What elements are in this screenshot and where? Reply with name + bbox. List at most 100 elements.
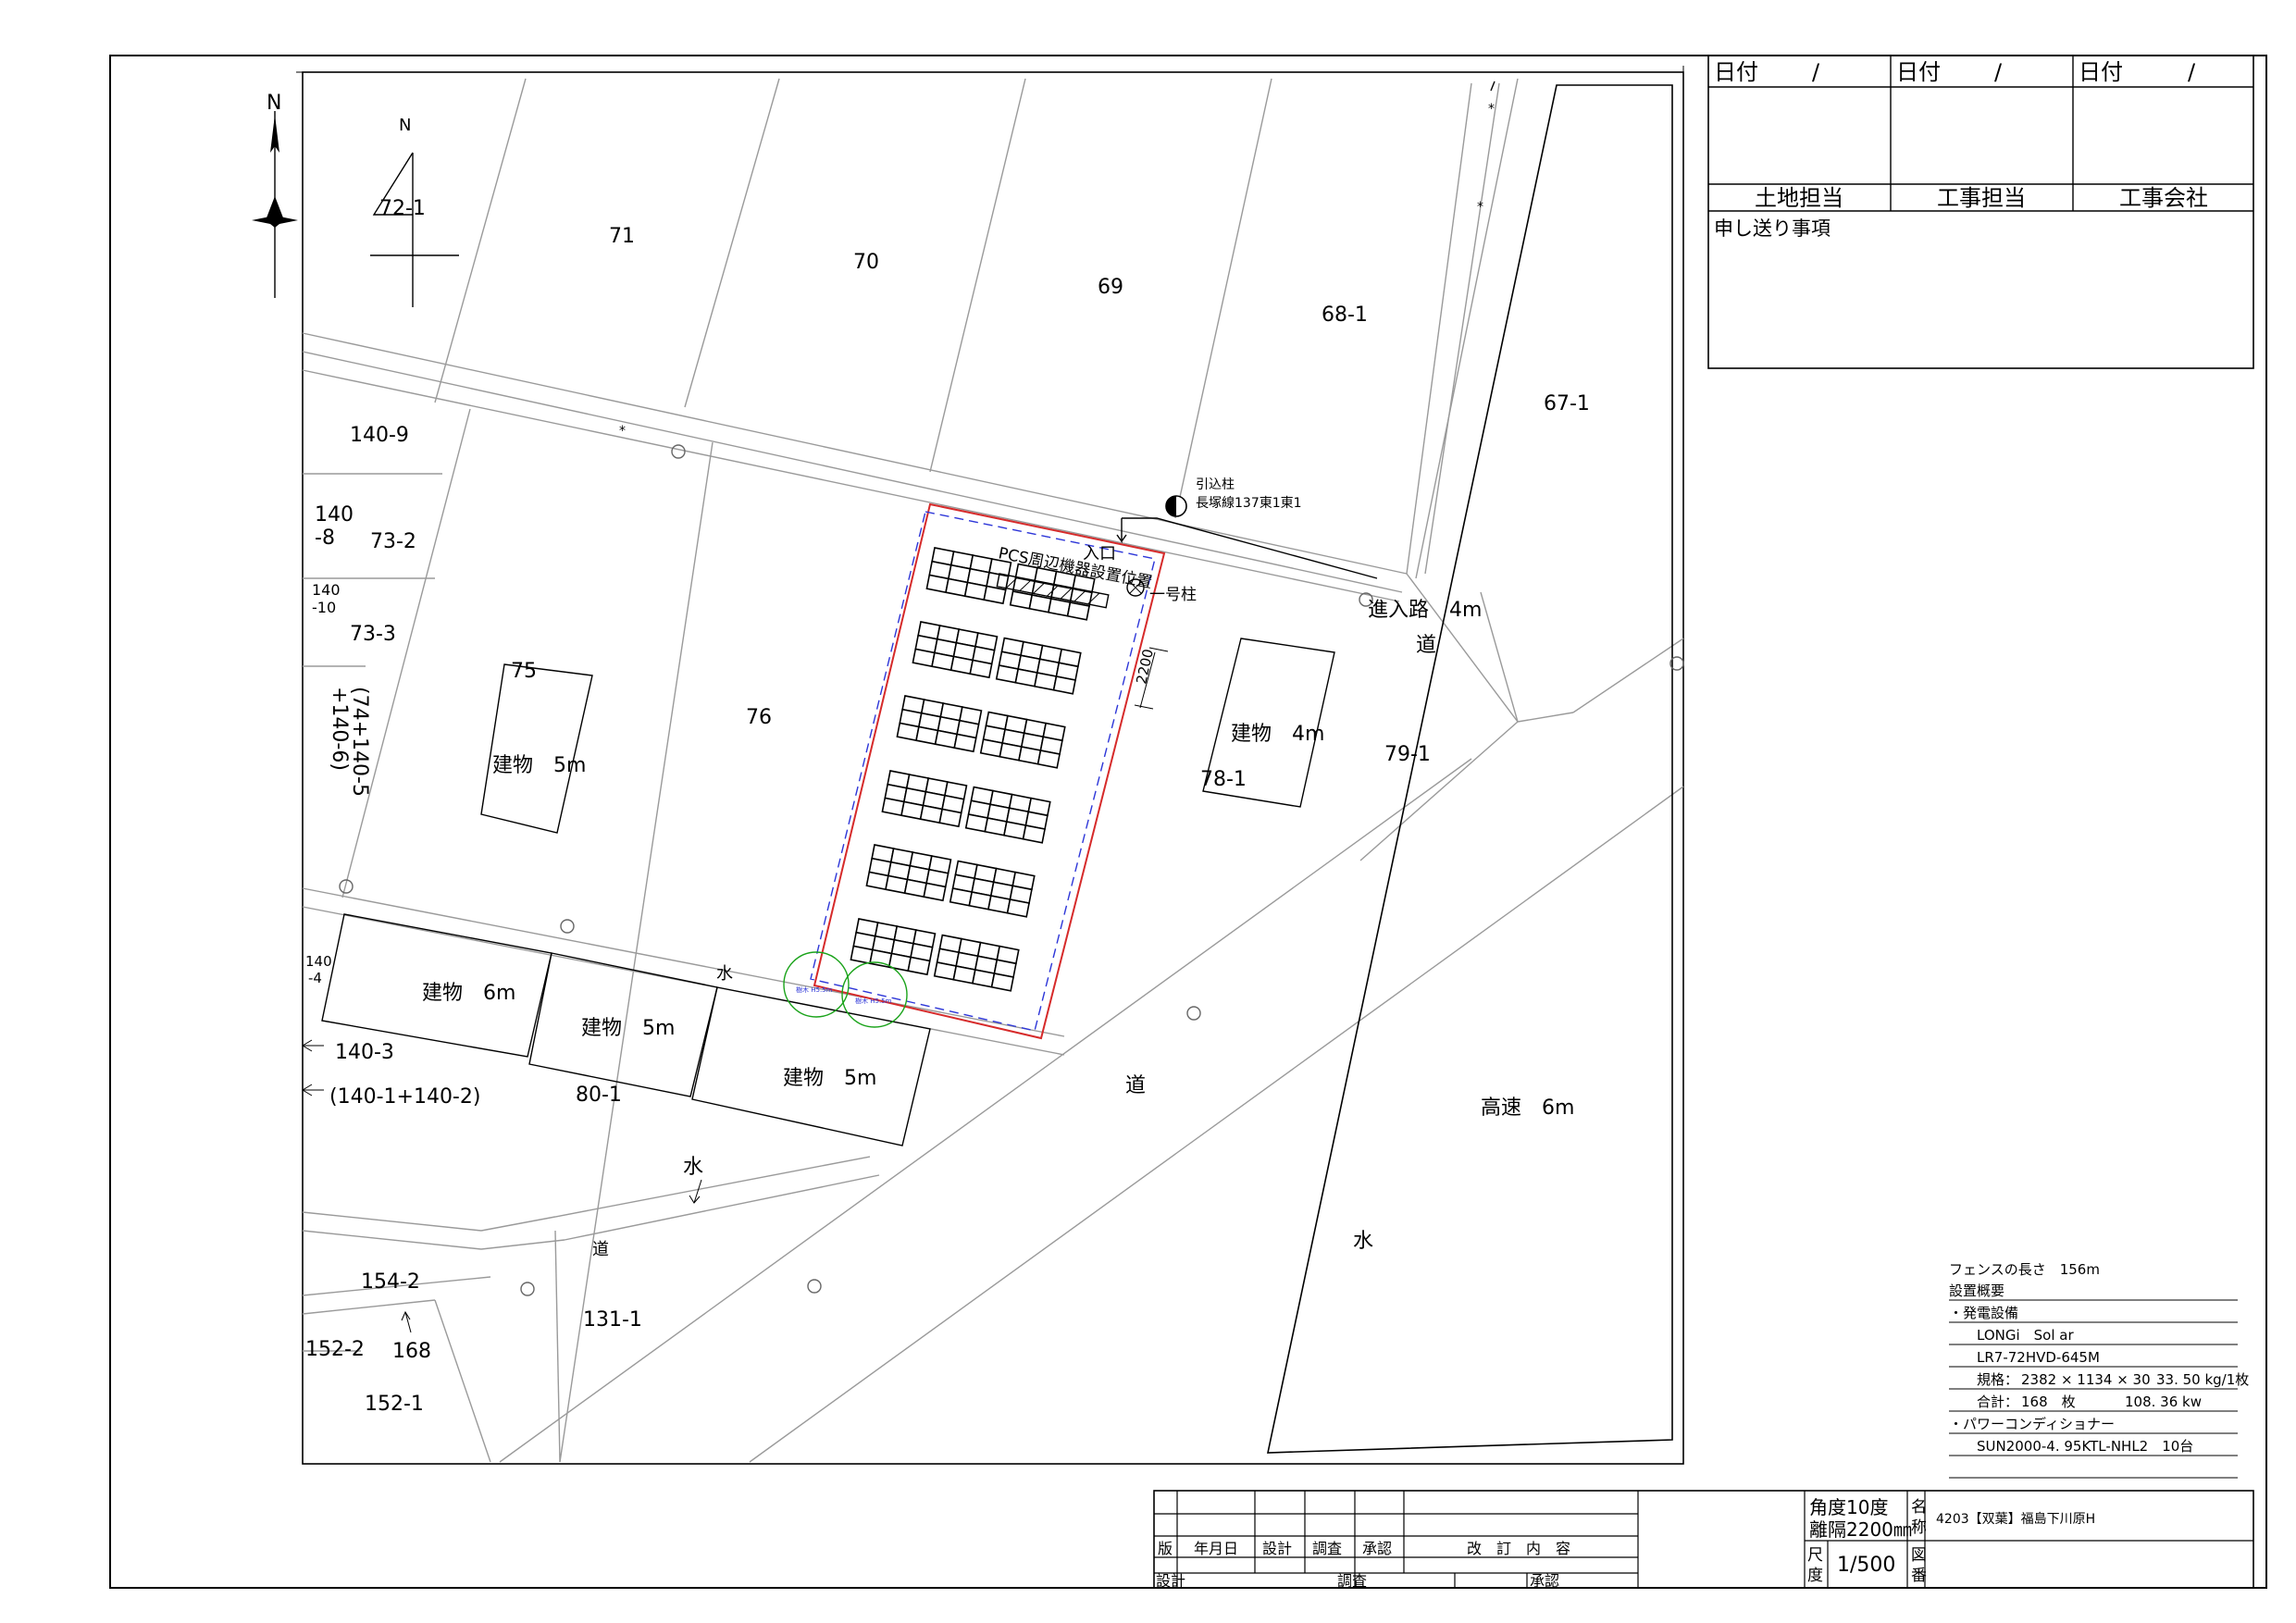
service-pole-label: 引込柱: [1196, 477, 1235, 492]
solar-module: [903, 878, 928, 898]
svg-text:名: 名: [1911, 1498, 1927, 1517]
lot-168: 168: [392, 1340, 431, 1363]
pole-1-symbol: [1126, 578, 1145, 597]
service-pole: 引込柱 長塚線137東1東1: [1165, 477, 1302, 517]
solar-module: [881, 797, 905, 817]
solar-module: [931, 651, 955, 672]
total-label: 合計：: [1977, 1394, 2018, 1410]
entrance-arrow: [1116, 518, 1127, 544]
module-size-label: 規格：: [1977, 1371, 2018, 1388]
solar-module: [907, 956, 931, 976]
lot-140-4-bottom: -4: [308, 970, 322, 986]
compass-north-letter: N: [267, 92, 281, 115]
role-construction: 工事担当: [1937, 185, 2026, 211]
solar-module: [1006, 898, 1030, 918]
svg-text:樹木 H5.5m: 樹木 H5.5m: [855, 997, 892, 1005]
array-angle: 角度10度: [1809, 1496, 1888, 1518]
solar-module: [1014, 668, 1038, 688]
solar-module: [979, 738, 1004, 758]
solar-module: [912, 648, 936, 668]
date-label-3: 日付: [2079, 59, 2123, 85]
solar-module: [963, 581, 988, 601]
building-75-label: 建物 5m: [492, 754, 586, 777]
lot-78-1: 78-1: [1200, 768, 1247, 791]
building-labels: 建物 5m 建物 4m 建物 6m 建物 5m 建物 5m: [422, 723, 1324, 1090]
title-block: 版 年月日 設計 調査 承認 改 訂 内 容 設計 調査 承認 角度10度 離隔…: [1153, 1490, 2254, 1590]
compass-rose: N: [252, 92, 298, 298]
sign-design: 設計: [1156, 1572, 1185, 1590]
pcs-equipment-area: [996, 573, 1110, 609]
building-a-outline: [321, 913, 552, 1058]
solar-module: [925, 574, 949, 594]
highway-boundary: [1267, 84, 1673, 1454]
svg-text:樹木 H5.5m: 樹木 H5.5m: [796, 985, 833, 994]
water-label-3: 水: [1353, 1230, 1373, 1253]
overview-heading: 設置概要: [1949, 1282, 2004, 1299]
sign-approval: 承認: [1530, 1572, 1559, 1590]
solar-module: [964, 813, 989, 833]
lot-68-1: 68-1: [1322, 304, 1368, 327]
solar-module: [952, 965, 976, 985]
panel-row: [881, 770, 1051, 844]
panel-row: [865, 844, 1036, 918]
building-b-outline: [528, 952, 718, 1097]
panel-row: [925, 547, 1096, 621]
solar-module: [885, 874, 909, 895]
parcel-boundaries: [302, 78, 1684, 1463]
trees: 樹木 H5.5m 樹木 H5.5m: [783, 951, 908, 1028]
lot-73-3: 73-3: [350, 623, 396, 646]
solar-module: [1018, 746, 1042, 765]
entry-road-label: 進入路 4m: [1368, 599, 1482, 622]
total-power: 108. 36 kw: [2125, 1394, 2202, 1410]
solar-module: [983, 585, 1007, 605]
lot-76: 76: [746, 706, 772, 729]
svg-text:*: *: [1488, 102, 1495, 117]
building-78-outline: [1202, 638, 1335, 808]
rev-header-survey: 調査: [1312, 1540, 1342, 1557]
lot-70: 70: [853, 251, 879, 274]
solar-module: [1009, 590, 1034, 610]
svg-text:称: 称: [1911, 1518, 1927, 1537]
service-line: [1122, 517, 1378, 579]
generation-heading: ・発電設備: [1949, 1305, 2018, 1321]
road-label-lower: 道: [592, 1240, 609, 1259]
solar-module: [953, 733, 977, 753]
rev-header-approval: 承認: [1362, 1540, 1392, 1557]
svg-text:*: *: [619, 424, 626, 439]
panel-row: [850, 918, 1020, 992]
date-label-2: 日付: [1896, 59, 1941, 85]
svg-text:度: 度: [1807, 1567, 1823, 1585]
solar-module: [850, 945, 874, 965]
info-table: 日付 / 日付 / 日付 / 土地担当 工事担当 工事会社 申し送り事項: [1707, 55, 2254, 369]
solar-module: [1003, 821, 1027, 840]
module-size: 2382 × 1134 × 30: [2021, 1371, 2151, 1388]
module-weight: 33. 50 kg/1枚: [2156, 1371, 2249, 1388]
building-b-label: 建物 5m: [581, 1017, 675, 1040]
role-land: 土地担当: [1755, 185, 1843, 211]
lot-71: 71: [609, 225, 635, 248]
solar-module: [945, 577, 969, 598]
solar-module: [1028, 594, 1052, 613]
fence-marks: * * *: [619, 81, 1496, 439]
lot-140-10-top: 140: [312, 581, 341, 599]
service-pole-line: 長塚線137東1東1: [1196, 496, 1302, 511]
lot-140-1-2: (140-1+140-2): [329, 1085, 480, 1109]
solar-module: [933, 961, 958, 981]
solar-module: [1034, 672, 1058, 691]
solar-module: [990, 973, 1014, 992]
rev-header-design: 設計: [1262, 1540, 1292, 1557]
solar-module: [915, 725, 939, 746]
lot-131-1: 131-1: [583, 1308, 642, 1332]
panel-row: [896, 695, 1066, 769]
lot-152-1: 152-1: [365, 1393, 424, 1416]
building-a-label: 建物 6m: [422, 982, 515, 1005]
solar-module: [869, 948, 893, 969]
solar-module: [972, 969, 996, 988]
survey-markers: [339, 444, 1684, 1296]
fence-length: フェンスの長さ 156m: [1949, 1261, 2100, 1278]
solar-module: [900, 800, 925, 821]
rev-header-version: 版: [1158, 1540, 1173, 1557]
solar-module: [1036, 750, 1061, 769]
svg-text:*: *: [1477, 200, 1483, 215]
